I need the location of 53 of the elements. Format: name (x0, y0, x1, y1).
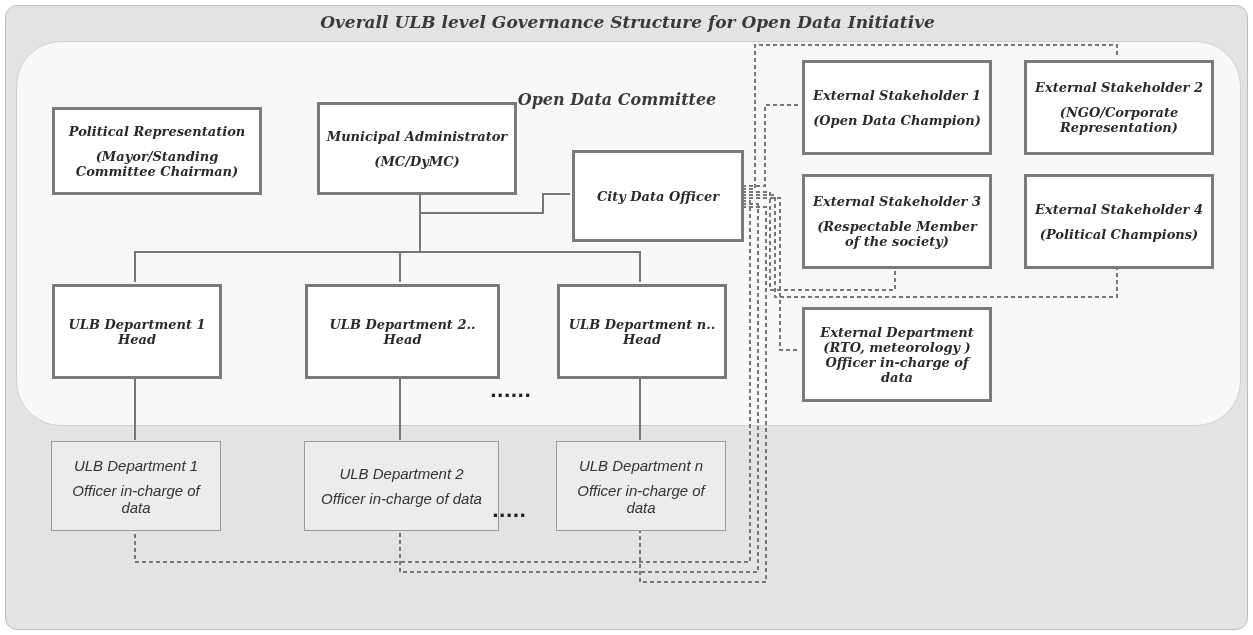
dashed-connector (741, 104, 801, 187)
group-title: Open Data Committee (516, 90, 718, 109)
role-title: External Stakeholder 3 (812, 194, 982, 209)
dashed-connector (399, 203, 759, 573)
role-box (305, 284, 500, 379)
role-box (1024, 60, 1214, 155)
role-box (802, 307, 992, 402)
role-detail: (NGO/Corporate Representation) (1058, 105, 1180, 135)
role-title: External Stakeholder 1 (812, 87, 982, 103)
role-title: ULB Department n (578, 456, 704, 474)
role-detail: (Mayor/Standing Committee Chairman) (74, 148, 240, 179)
connector-line (134, 376, 136, 441)
group-title: Overall ULB level Governance Structure for Open Data Initiative (319, 12, 936, 32)
dashed-connector (741, 191, 896, 291)
role-box (802, 174, 992, 269)
dashed-connector (134, 200, 751, 563)
dashed-connector (741, 194, 1118, 298)
role-detail: (Open Data Champion) (813, 112, 981, 128)
connector-line (639, 376, 641, 441)
role-box (317, 102, 517, 195)
role-title: ULB Department 2 (339, 465, 464, 482)
ellipsis-text: ..... (492, 500, 527, 521)
role-title: City Data Officer (596, 188, 720, 204)
role-title: External Department (RTO, meteorology ) Officer in-charge of data (819, 324, 975, 385)
role-title: ULB Department n.. Head (567, 316, 717, 347)
connector-line (419, 192, 571, 214)
dashed-connector (741, 44, 1118, 190)
ellipsis-text: ...... (490, 380, 532, 401)
role-box (52, 284, 222, 379)
role-detail: (Respectable Member of the society) (816, 219, 979, 249)
role-title: ULB Department 2.. Head (328, 316, 477, 347)
role-box (557, 284, 727, 379)
role-box (1024, 174, 1214, 269)
role-title: External Stakeholder 2 (1034, 80, 1204, 95)
role-title: ULB Department 1 (73, 456, 199, 474)
role-detail: Officer in-charge of data (321, 490, 482, 507)
role-detail: Officer in-charge of data (576, 481, 707, 516)
role-detail: (MC/DyMC) (374, 153, 460, 169)
role-title: Political Representation (68, 123, 246, 139)
role-box (52, 107, 262, 195)
role-box (572, 150, 744, 242)
role-title: External Stakeholder 4 (1034, 201, 1204, 217)
role-title: ULB Department 1 Head (67, 316, 207, 347)
group-panel (5, 5, 1248, 630)
officer-box (556, 441, 726, 531)
role-box (802, 60, 992, 155)
role-detail: Officer in-charge of data (71, 481, 202, 516)
connector-line (399, 376, 401, 441)
role-title: Municipal Administrator (326, 128, 508, 144)
officer-box (51, 441, 221, 531)
group-panel (16, 41, 1241, 426)
role-detail: (Political Champions) (1039, 226, 1199, 242)
dashed-connector (639, 206, 767, 583)
